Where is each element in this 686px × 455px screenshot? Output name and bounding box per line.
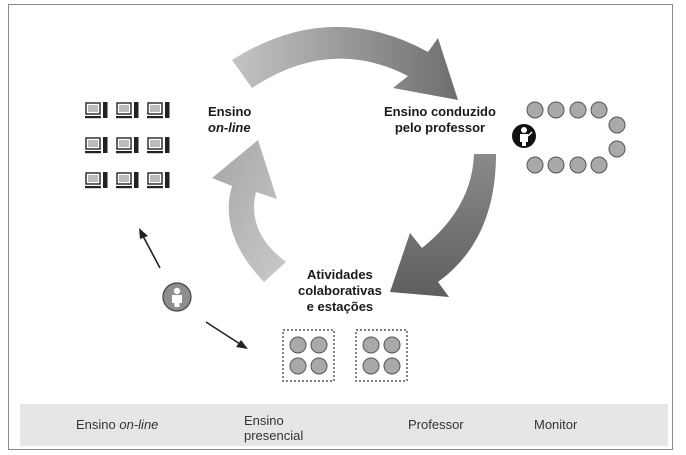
legend-teacher: Professor [408,417,464,432]
label-teacher-led: Ensino conduzido pelo professor [384,104,496,136]
computer-icon [147,102,170,119]
legend-in-person-line1: Ensino [244,413,284,428]
teacher-led-group [526,101,626,174]
student-dot [590,156,608,174]
cycle-arrow-right [390,154,496,297]
student-dot [547,101,565,119]
student-dot [310,357,328,375]
computer-icon [85,137,108,154]
label-online-teaching: Ensino on-line [208,104,251,136]
computer-icon [147,137,170,154]
student-dot [362,336,380,354]
legend-online: Ensino on-line [76,417,158,432]
computer-grid [85,102,170,189]
computer-icon [85,102,108,119]
legend-in-person: Ensino presencial [244,413,303,443]
teacher-icon [512,124,536,148]
student-dot [383,357,401,375]
computer-icon [116,137,139,154]
figure-frame [8,4,673,450]
monitor-arrow-up-head [139,228,148,239]
student-dot [608,140,626,158]
computer-icon [147,172,170,189]
student-dot [569,101,587,119]
student-dot [310,336,328,354]
computer-icon [116,102,139,119]
student-dot [526,156,544,174]
label-teacher-line1: Ensino conduzido [384,104,496,119]
cycle-arrow-top [232,26,458,100]
student-dot [569,156,587,174]
monitor-arrow-up [142,235,161,269]
label-collab-line3: e estações [306,299,374,314]
monitor-icon [162,282,192,312]
student-dot [289,336,307,354]
group-table [282,329,335,382]
legend-online-italic: on-line [119,417,159,432]
label-collaborative: Atividades colaborativas e estações [298,267,382,315]
monitor-arrow-down [205,321,241,345]
student-dot [547,156,565,174]
label-online-line1: Ensino [208,104,252,119]
group-tables [282,329,408,382]
student-dot [590,101,608,119]
student-dot [289,357,307,375]
computer-icon [85,172,108,189]
legend-monitor: Monitor [534,417,578,432]
student-dot [383,336,401,354]
computer-icon [116,172,139,189]
legend-in-person-line2: presencial [244,428,304,443]
monitor-arrow-down-head [236,340,248,349]
label-teacher-line2: pelo professor [394,120,486,135]
label-collab-line1: Atividades [307,267,373,282]
label-online-line2: on-line [208,120,251,135]
label-collab-line2: colaborativas [298,283,382,298]
student-dot [608,116,626,134]
legend-online-prefix: Ensino [76,417,120,432]
student-dot [362,357,380,375]
group-table [355,329,408,382]
cycle-arrow-left [212,140,286,282]
student-dot [526,101,544,119]
legend: Ensino on-line Ensino presencial Profess… [20,404,668,446]
